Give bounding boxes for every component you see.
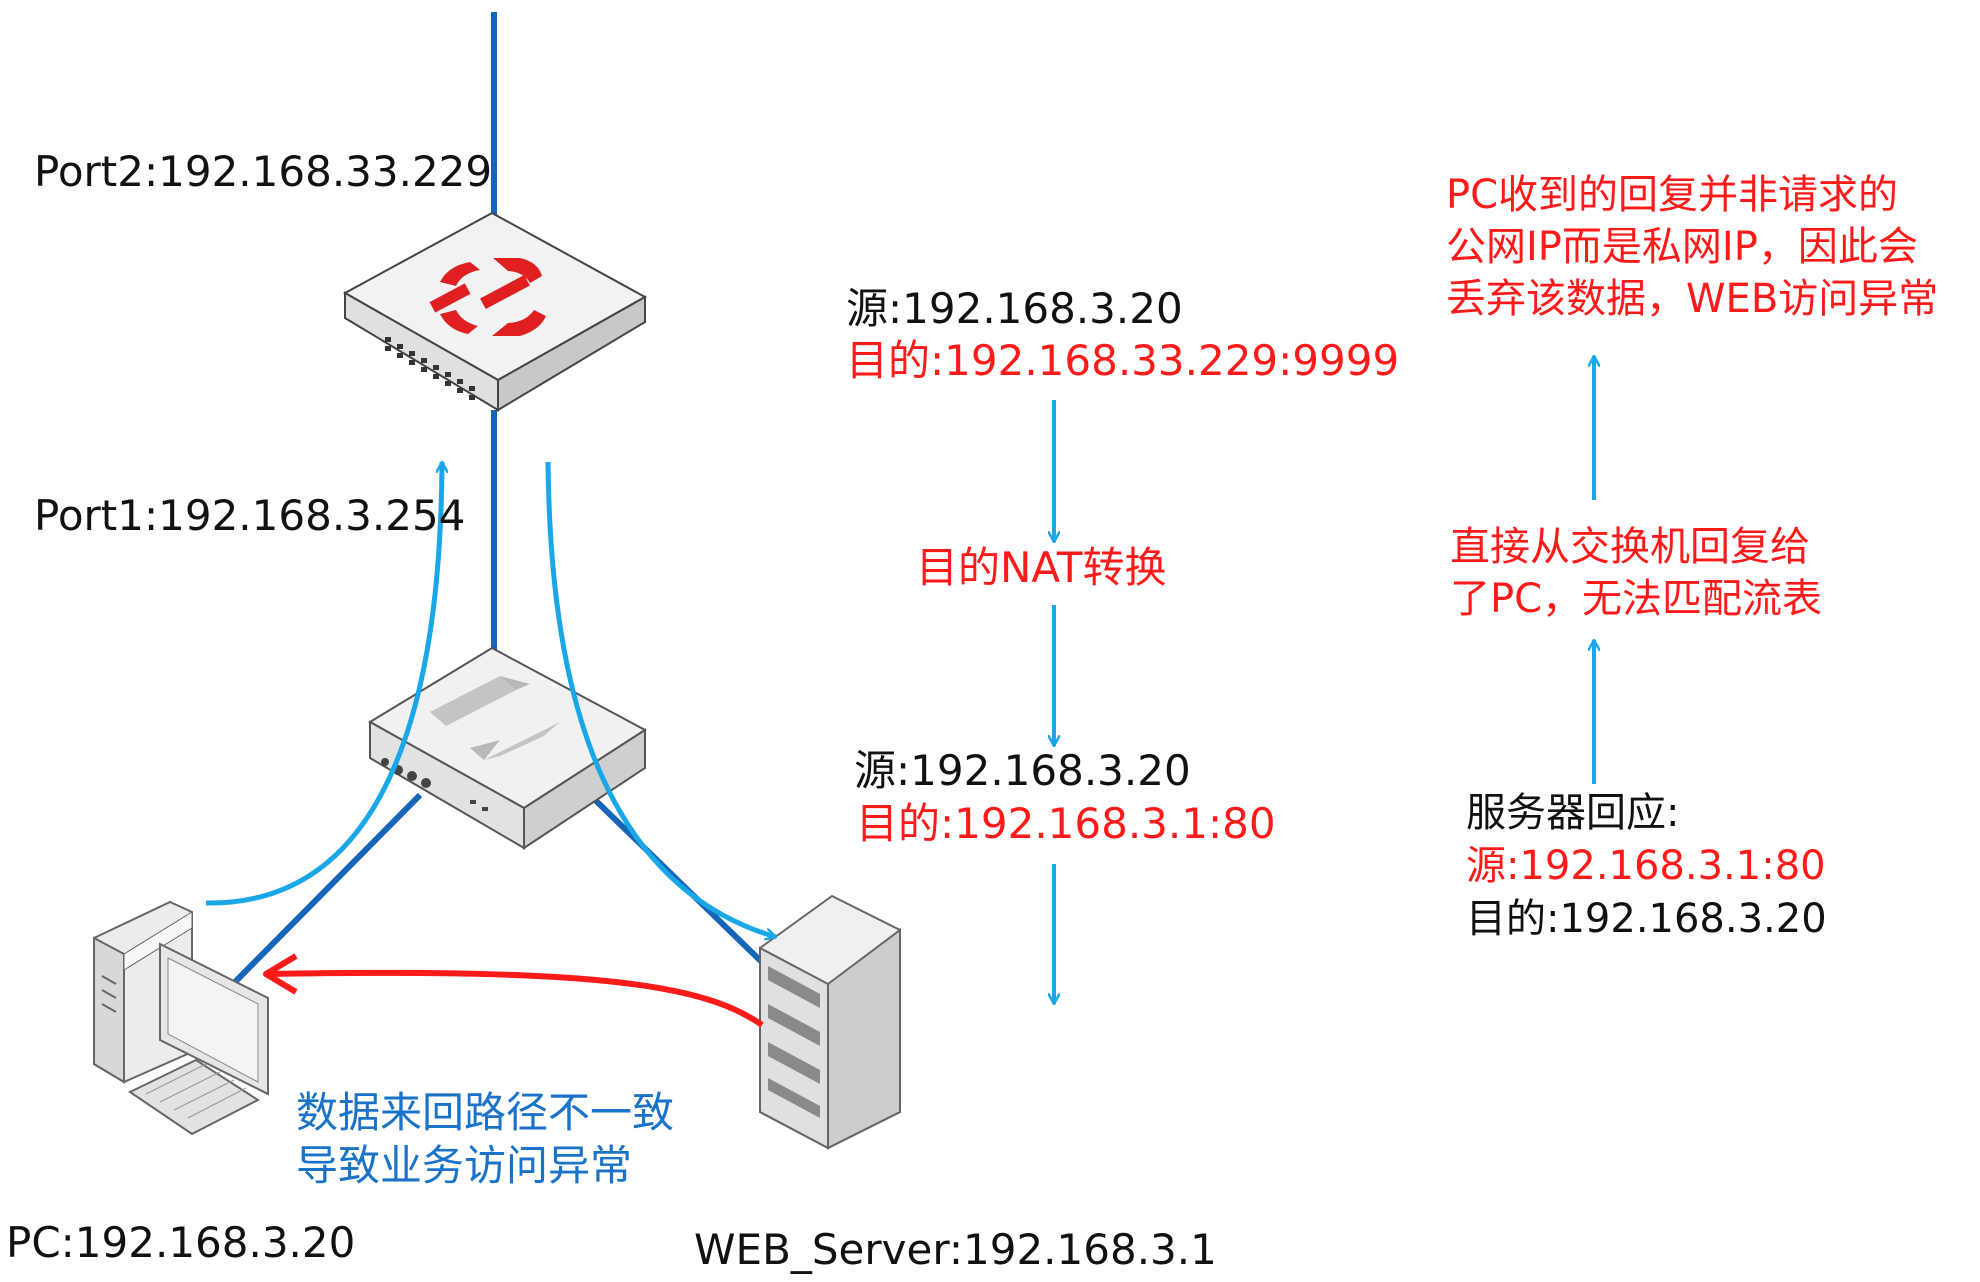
pc-icon bbox=[93, 900, 269, 1136]
result-line-3: 丢弃该数据，WEB访问异常 bbox=[1446, 276, 1938, 322]
reply-source: 源:192.168.3.1:80 bbox=[1466, 843, 1826, 889]
reply-title: 服务器回应: bbox=[1466, 790, 1679, 836]
switch-pc-link bbox=[231, 792, 423, 986]
port2-label: Port2:192.168.33.229 bbox=[34, 147, 492, 196]
note-line-1: 数据来回路径不一致 bbox=[296, 1088, 674, 1137]
switch-reply-line-2: 了PC，无法匹配流表 bbox=[1450, 576, 1822, 622]
firewall-icon bbox=[342, 211, 648, 412]
return-arrow-head bbox=[263, 953, 298, 995]
switch-reply-line-1: 直接从交换机回复给 bbox=[1450, 524, 1810, 570]
request-path-fw-to-server bbox=[545, 461, 776, 937]
server-icon bbox=[759, 894, 901, 1150]
result-line-1: PC收到的回复并非请求的 bbox=[1446, 172, 1898, 218]
request-path-pc-to-fw bbox=[205, 462, 442, 906]
server-label: WEB_Server:192.168.3.1 bbox=[694, 1225, 1217, 1274]
switch-icon bbox=[368, 646, 647, 850]
reply-destination: 目的:192.168.3.20 bbox=[1466, 896, 1827, 942]
after-destination: 目的:192.168.3.1:80 bbox=[856, 799, 1276, 848]
nat-label: 目的NAT转换 bbox=[916, 543, 1167, 592]
port1-label: Port1:192.168.3.254 bbox=[34, 491, 465, 540]
note-line-2: 导致业务访问异常 bbox=[296, 1141, 632, 1190]
fortinet-logo-icon bbox=[429, 258, 546, 336]
return-path-server-to-pc bbox=[265, 969, 764, 1028]
request-source: 源:192.168.3.20 bbox=[846, 284, 1183, 333]
request-destination: 目的:192.168.33.229:9999 bbox=[846, 336, 1399, 385]
pc-label: PC:192.168.3.20 bbox=[6, 1218, 355, 1267]
result-line-2: 公网IP而是私网IP，因此会 bbox=[1446, 224, 1918, 270]
after-source: 源:192.168.3.20 bbox=[854, 746, 1191, 795]
